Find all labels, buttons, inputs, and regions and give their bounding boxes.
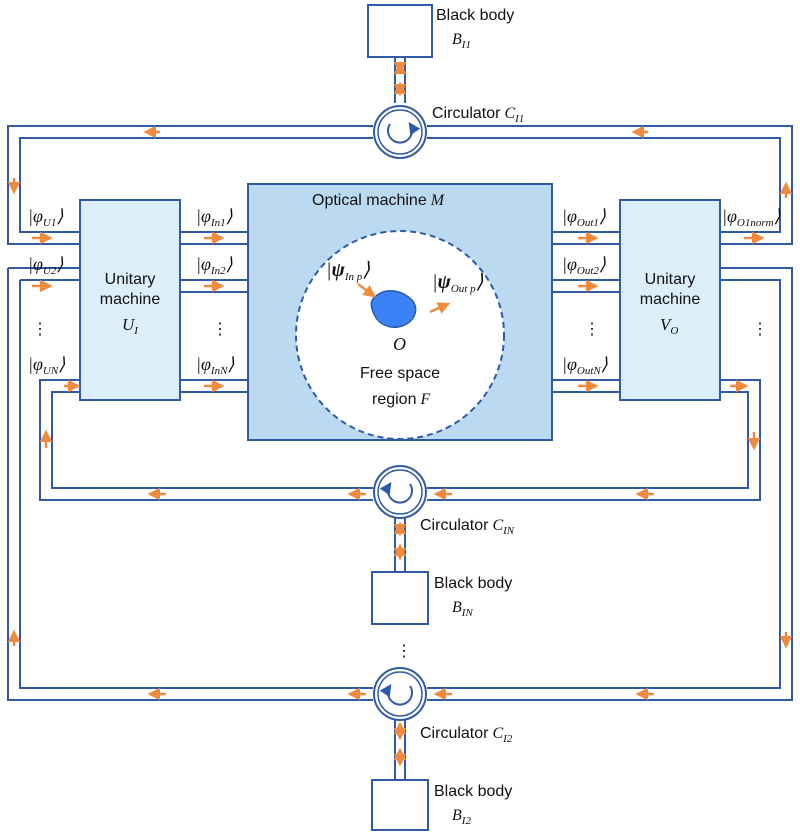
ket-in1: |φIn1⟩ — [196, 206, 233, 229]
ellipsis-center: ⋮ — [396, 643, 412, 660]
svg-text:|φInN⟩: |φInN⟩ — [196, 354, 234, 377]
svg-text:|φOutN⟩: |φOutN⟩ — [562, 354, 608, 377]
circulator-arrow-icon — [387, 121, 421, 144]
black-body-b2-label: Black body — [434, 783, 512, 800]
free-space-line1: Free space — [360, 365, 440, 382]
ket-psi-in: |ψIn p⟩ — [326, 259, 370, 283]
unitary-right-line1: Unitary — [645, 271, 696, 288]
ket-un: |φUN⟩ — [28, 354, 65, 377]
ket-u1: |φU1⟩ — [28, 206, 63, 229]
unitary-left-line1: Unitary — [105, 271, 156, 288]
black-body-b1-box — [367, 4, 433, 58]
ket-out2: |φOut2⟩ — [562, 254, 606, 277]
black-body-bn-box — [371, 571, 429, 625]
object-label: O — [393, 334, 406, 354]
free-space-region — [295, 230, 505, 440]
svg-text:|φOut1⟩: |φOut1⟩ — [562, 206, 606, 229]
ket-o1norm: |φO1norm⟩ — [722, 206, 781, 229]
ket-inn: |φInN⟩ — [196, 354, 234, 377]
black-body-b1-symbol: BI1 — [452, 31, 471, 51]
ellipsis-left-outer: ⋮ — [32, 321, 48, 338]
svg-text:|φOut2⟩: |φOut2⟩ — [562, 254, 606, 277]
ellipses: ⋮ ⋮ ⋮ ⋮ ⋮ — [32, 321, 768, 660]
black-body-b1-label: Black body — [436, 7, 514, 24]
ket-outn: |φOutN⟩ — [562, 354, 608, 377]
black-body-b2-symbol: BI2 — [452, 807, 471, 827]
ellipsis-right-outer: ⋮ — [752, 321, 768, 338]
unitary-left-line2: machine — [100, 291, 161, 308]
circulator-cn — [373, 465, 427, 519]
svg-text:|φUN⟩: |φUN⟩ — [28, 354, 65, 377]
circulator-c1 — [373, 105, 427, 159]
black-body-bn-symbol: BIN — [452, 599, 473, 619]
svg-text:|φU2⟩: |φU2⟩ — [28, 254, 63, 277]
circulator-c2 — [373, 667, 427, 721]
ket-in2: |φIn2⟩ — [196, 254, 233, 277]
flow-arrows — [7, 61, 793, 767]
svg-text:|φO1norm⟩: |φO1norm⟩ — [722, 206, 781, 229]
unitary-left-symbol: UI — [122, 315, 139, 337]
unitary-machine-left — [79, 199, 181, 401]
ket-out1: |φOut1⟩ — [562, 206, 606, 229]
svg-text:|φU1⟩: |φU1⟩ — [28, 206, 63, 229]
circulator-arrow-icon — [379, 683, 413, 706]
unitary-machine-right — [619, 199, 721, 401]
black-body-bn-label: Black body — [434, 575, 512, 592]
ellipsis-right-inner: ⋮ — [584, 321, 600, 338]
svg-text:|ψIn p⟩: |ψIn p⟩ — [326, 259, 370, 283]
circulator-arrow-icon — [379, 481, 413, 504]
svg-text:|φIn2⟩: |φIn2⟩ — [196, 254, 233, 277]
ellipsis-left-inner: ⋮ — [212, 321, 228, 338]
svg-text:|φIn1⟩: |φIn1⟩ — [196, 206, 233, 229]
ket-u2: |φU2⟩ — [28, 254, 63, 277]
black-body-b2-box — [371, 779, 429, 831]
object-shape — [370, 290, 417, 328]
unitary-right-symbol: VO — [660, 315, 678, 337]
unitary-right-line2: machine — [640, 291, 701, 308]
